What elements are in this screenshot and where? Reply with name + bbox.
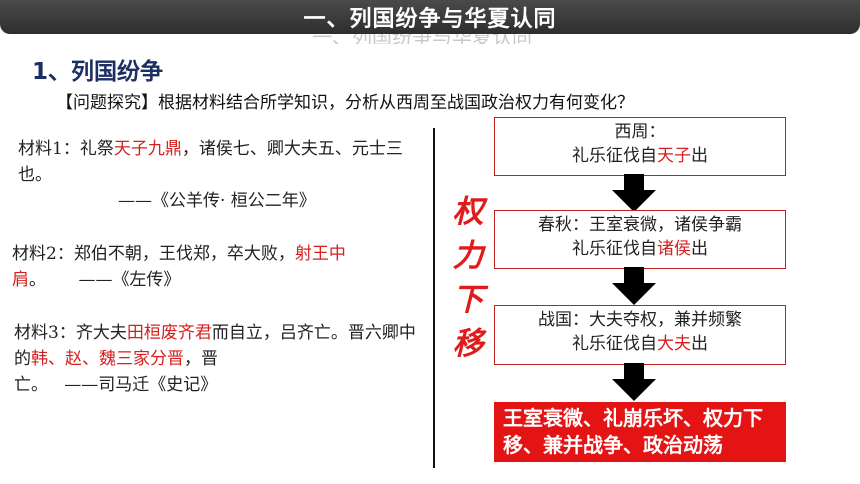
- flow-box-2-body: 礼乐征伐自诸侯出: [572, 239, 708, 259]
- label-char-1: 权: [452, 194, 484, 230]
- material-2-rest: 。: [29, 270, 46, 290]
- material-3-rest: ，晋亡。: [14, 349, 218, 395]
- material-2-highlight: 射王中肩: [12, 244, 346, 290]
- flow-box-2-title: 春秋：王室衰微，诸侯争霸: [538, 215, 742, 235]
- label-char-3: 下: [452, 282, 484, 318]
- flow-box-spring-autumn: 春秋：王室衰微，诸侯争霸 礼乐征伐自诸侯出: [494, 210, 786, 269]
- material-2-source: ——《左传》: [78, 270, 181, 290]
- down-arrow-icon: [612, 363, 656, 401]
- material-1-source: ——《公羊传· 桓公二年》: [118, 191, 316, 211]
- flow-box-2-highlight: 诸侯: [657, 239, 691, 259]
- material-3-highlight-2: 韩、赵、魏三家分晋: [31, 349, 184, 369]
- power-shift-label: 权 力 下 移: [448, 190, 488, 366]
- material-3-source: ——司马迁《史记》: [64, 375, 218, 395]
- flow-box-3-title: 战国：大夫夺权，兼并频繁: [538, 310, 742, 330]
- label-char-2: 力: [452, 238, 484, 274]
- material-3-prefix: 材料3：齐大夫: [14, 323, 127, 343]
- flow-box-western-zhou: 西周： 礼乐征伐自天子出: [494, 117, 786, 176]
- material-1: 材料1：礼祭天子九鼎，诸侯七、卿大夫五、元士三也。 ——《公羊传· 桓公二年》: [18, 136, 418, 214]
- material-3-mid: 而自立，吕齐亡。晋六卿中的: [14, 323, 416, 369]
- label-char-4: 移: [452, 326, 484, 362]
- down-arrow-icon: [612, 267, 656, 305]
- down-arrow-icon: [612, 174, 656, 212]
- flow-box-3-body: 礼乐征伐自大夫出: [572, 334, 708, 354]
- flow-box-warring-states: 战国：大夫夺权，兼并频繁 礼乐征伐自大夫出: [494, 305, 786, 365]
- material-1-prefix: 材料1：礼祭: [18, 139, 114, 159]
- material-2-prefix: 材料2：郑伯不朝，王伐郑，卒大败，: [12, 244, 295, 264]
- vertical-divider: [433, 128, 435, 468]
- material-1-rest: ，诸侯七、卿大夫五、元士三也。: [18, 139, 403, 185]
- material-2: 材料2：郑伯不朝，王伐郑，卒大败，射王中肩。 ——《左传》: [12, 241, 417, 293]
- material-1-highlight: 天子九鼎: [113, 139, 182, 159]
- title-bar: 一、列国纷争与华夏认同: [0, 0, 860, 34]
- material-3-highlight-1: 田桓废齐君: [126, 323, 212, 343]
- flow-box-1-title: 西周：: [614, 122, 666, 142]
- material-3: 材料3：齐大夫田桓废齐君而自立，吕齐亡。晋六卿中的韩、赵、魏三家分晋，晋亡。 —…: [14, 320, 419, 398]
- section-heading: 1、列国纷争: [32, 59, 164, 85]
- page-title: 一、列国纷争与华夏认同: [303, 7, 557, 32]
- conclusion-box: 王室衰微、礼崩乐坏、权力下移、兼并战争、政治动荡: [494, 402, 786, 462]
- question-prompt: 【问题探究】根据材料结合所学知识，分析从西周至战国政治权力有何变化？: [56, 93, 634, 113]
- flow-box-1-highlight: 天子: [657, 146, 691, 166]
- title-reflection: 一、列国纷争与华夏认同: [312, 34, 562, 44]
- flow-box-1-body: 礼乐征伐自天子出: [572, 146, 708, 166]
- flow-box-3-highlight: 大夫: [657, 334, 691, 354]
